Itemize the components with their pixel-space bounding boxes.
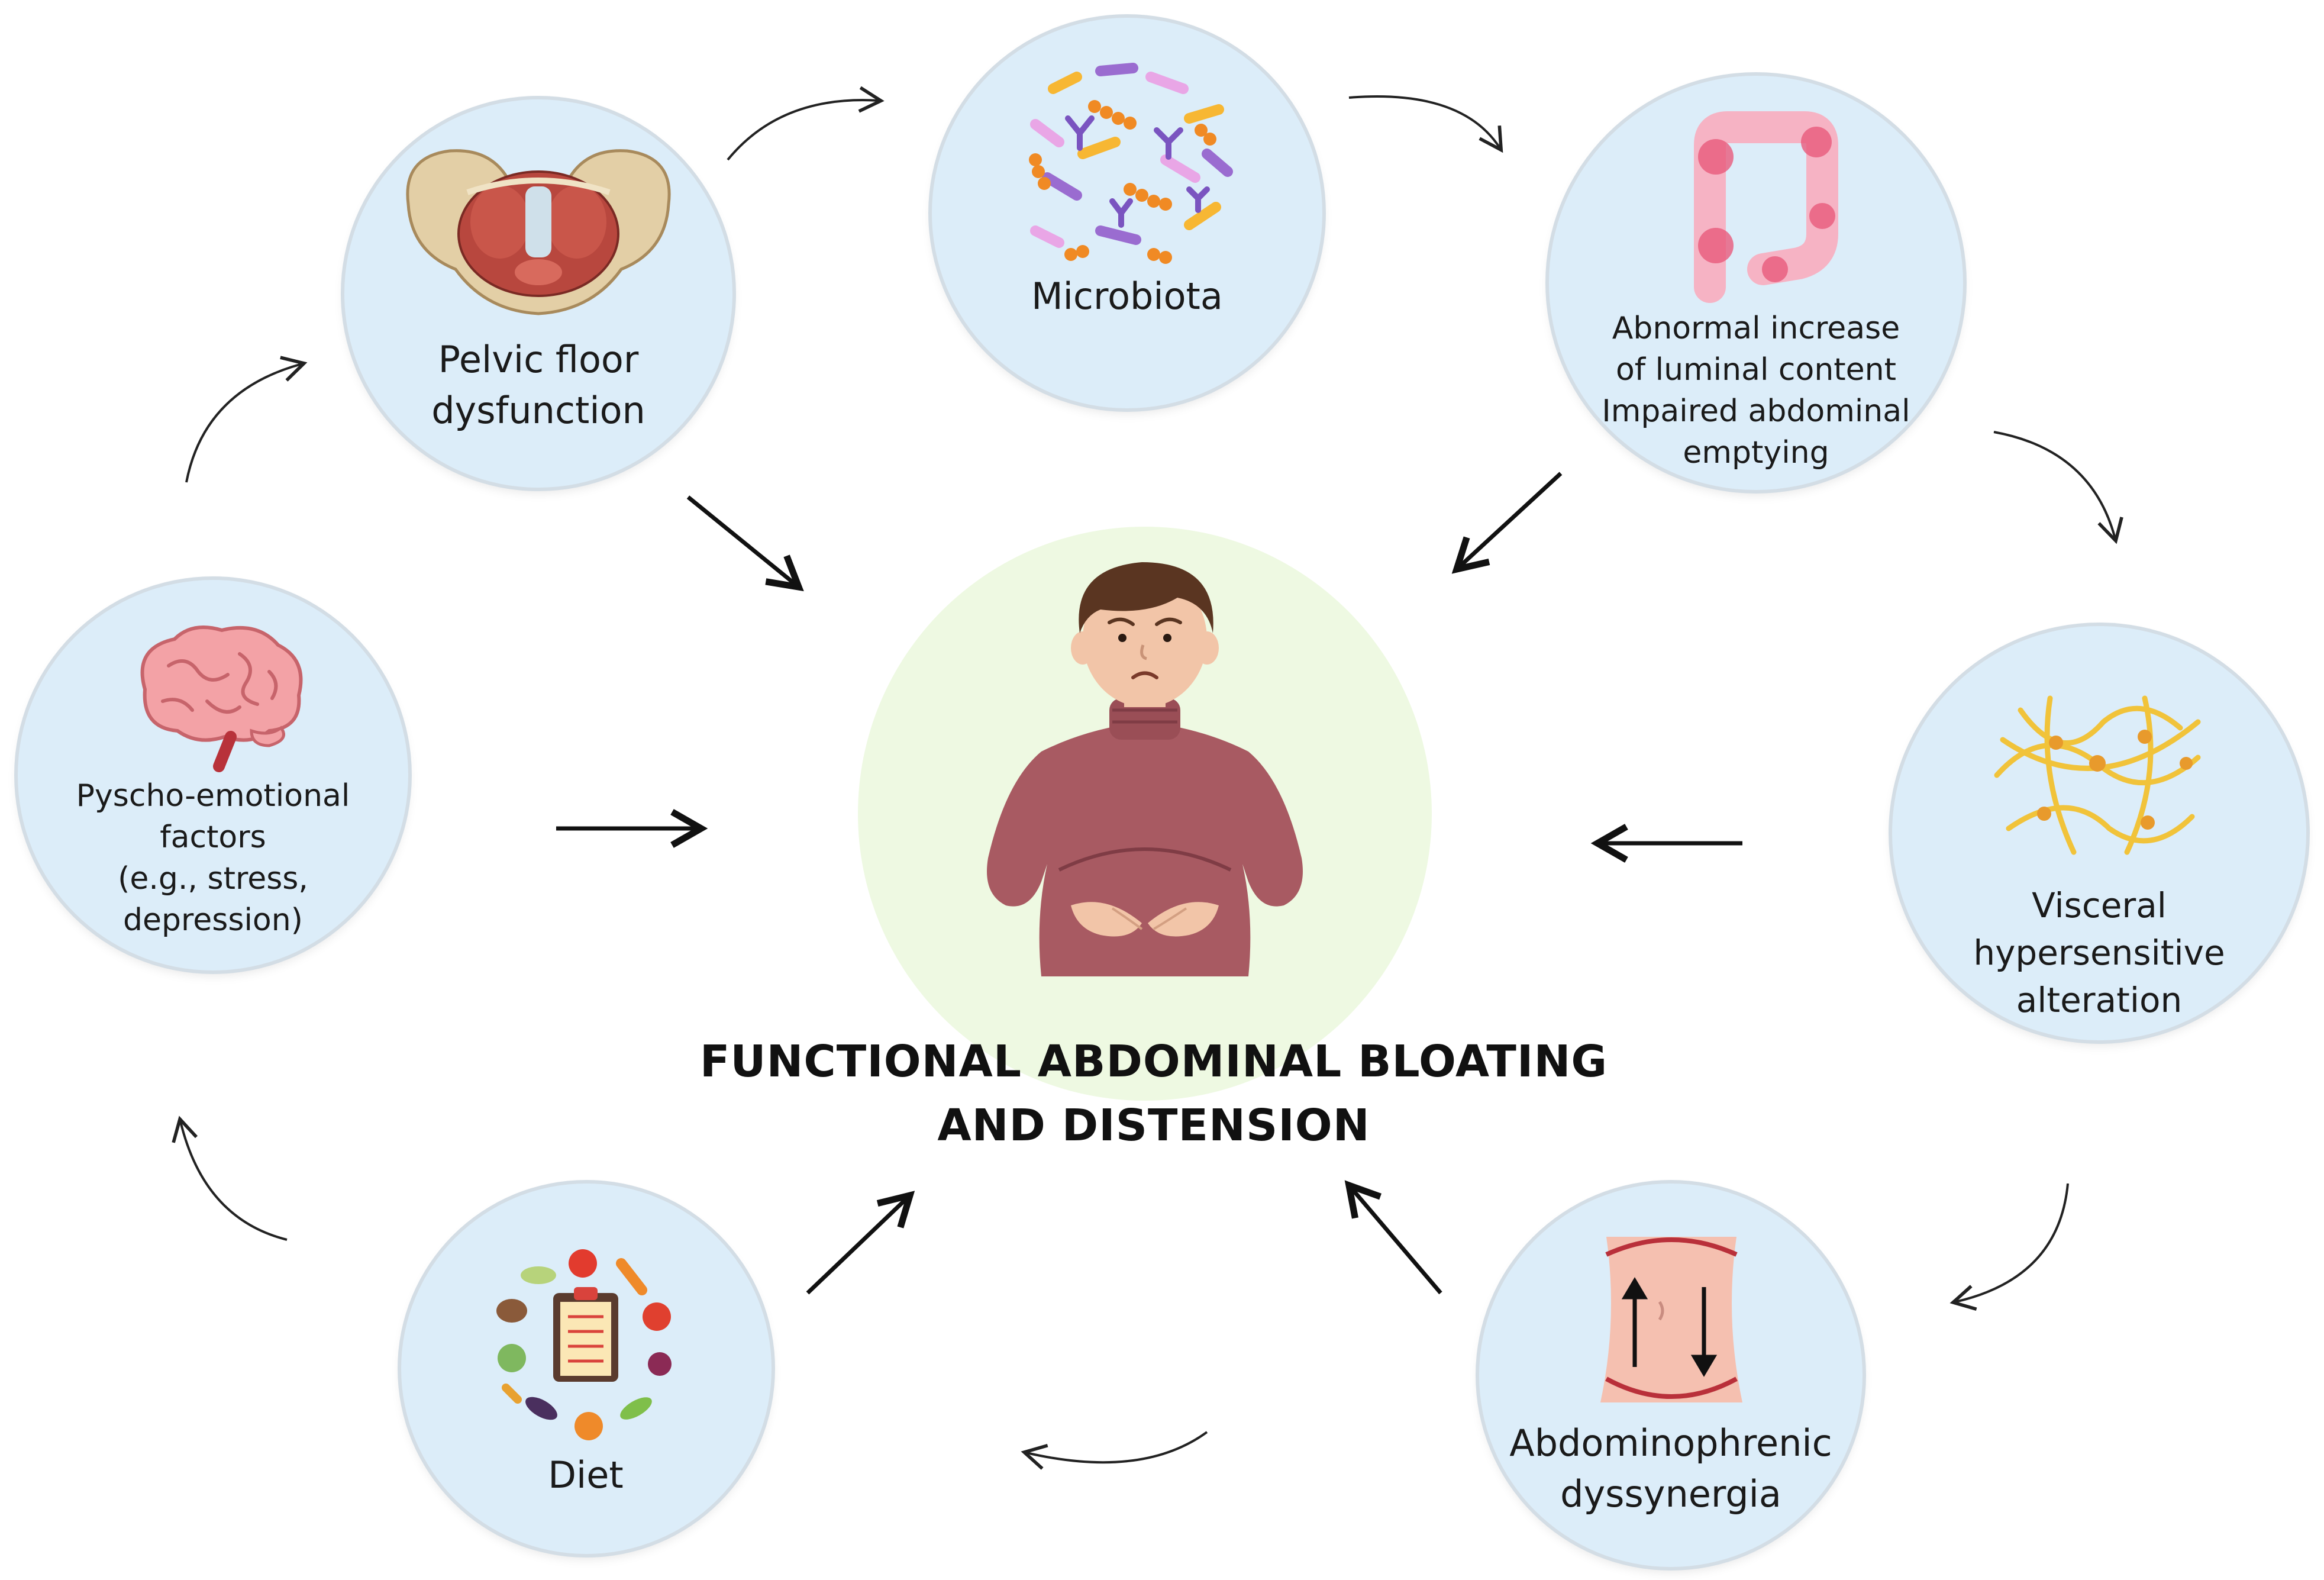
- bacteria-icon: [1029, 63, 1233, 264]
- diagram-title: FUNCTIONAL ABDOMINAL BLOATING AND DISTEN…: [651, 1030, 1657, 1157]
- label-diet: Diet: [548, 1453, 624, 1497]
- pelvis-icon: [406, 149, 671, 315]
- node-microbiota: [932, 18, 1322, 408]
- cycle-arrow-visceral-to-abdomino: [1949, 1183, 2069, 1311]
- cycle-arrow-abdomino-to-diet: [1021, 1431, 1208, 1470]
- cycle-arrow-pelvic-to-microbiota: [727, 86, 885, 161]
- inward-arrow-pelvic: [686, 495, 804, 592]
- bloated-person-icon: [987, 562, 1303, 976]
- label-microbiota: Microbiota: [1031, 275, 1223, 318]
- neuron-network-icon: [1994, 695, 2201, 855]
- label-luminal: Abnormal increase of luminal content Imp…: [1602, 311, 1910, 470]
- brain-icon: [140, 625, 303, 772]
- title-line-1: FUNCTIONAL ABDOMINAL BLOATING: [699, 1036, 1608, 1087]
- cycle-arrow-luminal-to-visceral: [1993, 431, 2123, 544]
- inward-arrow-abdomino: [1344, 1180, 1442, 1295]
- title-line-2: AND DISTENSION: [937, 1100, 1370, 1151]
- inward-arrow-luminal: [1451, 472, 1563, 574]
- colon-icon: [1694, 111, 1838, 303]
- label-visceral: Visceral hypersensitive alteration: [1973, 885, 2225, 1020]
- label-psycho: Pyscho-emotional factors (e.g., stress, …: [76, 778, 350, 938]
- label-pelvic: Pelvic floor dysfunction: [431, 338, 645, 432]
- cycle-arrow-psycho-to-pelvic: [185, 356, 308, 483]
- inward-arrows: [556, 472, 1742, 1295]
- cycle-arrow-microbiota-to-luminal: [1348, 95, 1503, 153]
- cycle-arrows: [172, 86, 2123, 1470]
- node-visceral: [1892, 626, 2306, 1040]
- cycle-arrow-diet-to-psycho: [172, 1115, 288, 1241]
- abdomen-icon: [1600, 1237, 1742, 1402]
- inward-arrow-diet: [806, 1191, 915, 1295]
- diet-plan-icon: [496, 1249, 672, 1440]
- label-abdomino: Abdominophrenic dyssynergia: [1509, 1421, 1832, 1515]
